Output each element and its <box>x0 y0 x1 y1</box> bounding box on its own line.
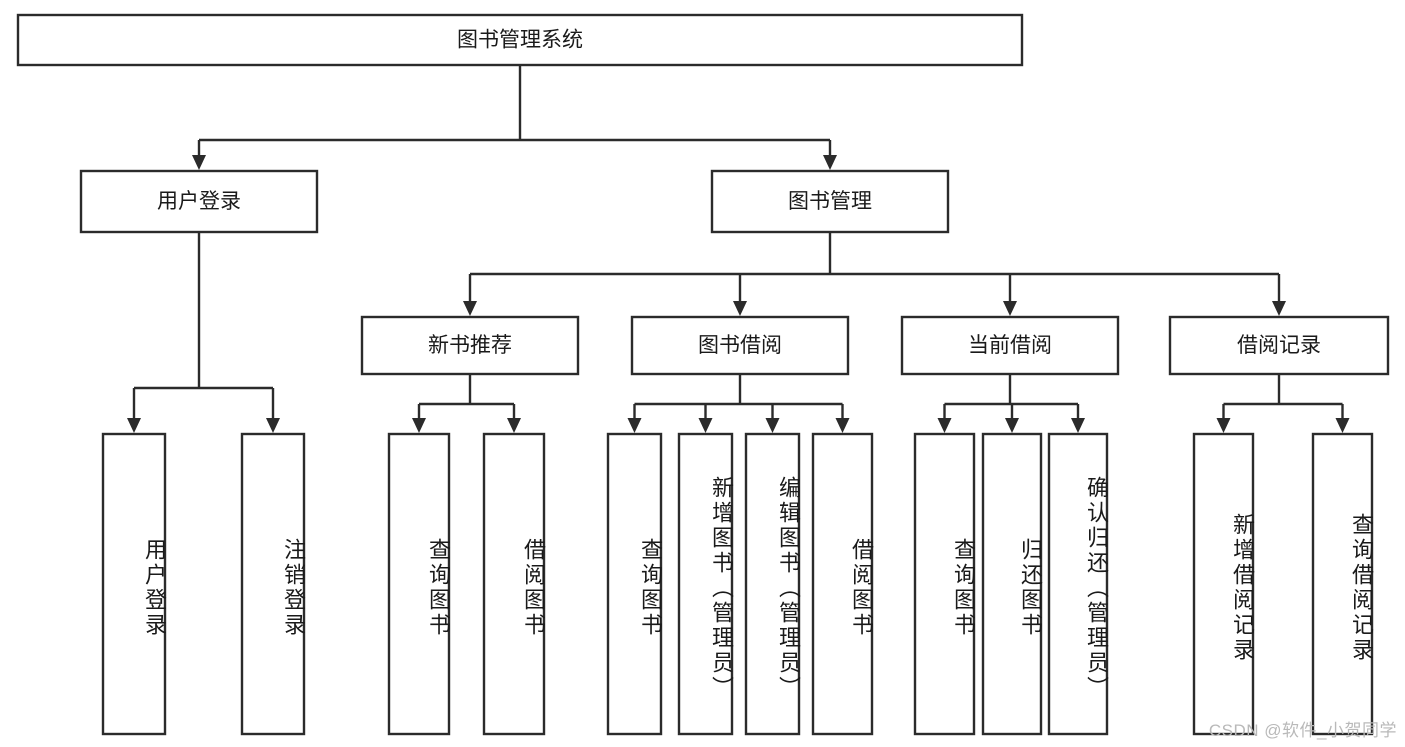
edge-arrowhead <box>192 155 206 170</box>
level3-node-box[interactable]: 新书推荐 <box>360 315 580 376</box>
edge-arrowhead <box>1335 418 1350 433</box>
leaf-node-box[interactable] <box>240 432 306 736</box>
edge-arrowhead <box>733 301 747 316</box>
leaf-node-box[interactable] <box>606 432 663 736</box>
edge-arrowhead <box>127 418 141 433</box>
edge-arrowhead <box>1216 418 1231 433</box>
node-label: 图书借阅 <box>698 334 782 357</box>
leaf-node-box[interactable] <box>981 432 1043 736</box>
leaf-node-box[interactable] <box>744 432 801 736</box>
leaf-node-box[interactable] <box>677 432 734 736</box>
watermark-text: CSDN @软件_小贺同学 <box>1208 721 1397 740</box>
node-label: 图书管理 <box>788 190 872 213</box>
edge-arrowhead <box>507 418 521 433</box>
edge-arrowhead <box>835 418 850 433</box>
edge-arrowhead <box>1003 301 1017 316</box>
edge-arrowhead <box>1005 418 1019 433</box>
level3-node-box[interactable]: 图书借阅 <box>630 315 850 376</box>
leaf-node-box[interactable] <box>913 432 976 736</box>
node-label: 用户登录 <box>157 190 241 213</box>
edge-arrowhead <box>937 418 952 433</box>
node-label: 借阅记录 <box>1237 334 1321 357</box>
level2-node-box[interactable]: 图书管理 <box>710 169 950 234</box>
edge-arrowhead <box>266 418 280 433</box>
edge-arrowhead <box>765 418 780 433</box>
edge-arrowhead <box>463 301 477 316</box>
edge-arrowhead <box>1272 301 1286 316</box>
connector-edges <box>127 65 1350 433</box>
level2-node-box[interactable]: 用户登录 <box>79 169 319 234</box>
leaf-node-box[interactable] <box>1311 432 1374 736</box>
edge-arrowhead <box>412 418 426 433</box>
leaf-node-box[interactable] <box>482 432 546 736</box>
node-label: 当前借阅 <box>968 334 1052 357</box>
leaf-node-box[interactable] <box>1047 432 1109 736</box>
level3-node-box[interactable]: 当前借阅 <box>900 315 1120 376</box>
node-label: 新书推荐 <box>428 334 512 357</box>
root-node-box[interactable]: 图书管理系统 <box>16 13 1024 67</box>
leaf-node-box[interactable] <box>811 432 874 736</box>
leaf-node-box[interactable] <box>1192 432 1255 736</box>
edge-arrowhead <box>823 155 837 170</box>
node-label: 图书管理系统 <box>457 29 583 52</box>
level3-node-box[interactable]: 借阅记录 <box>1168 315 1390 376</box>
edge-arrowhead <box>1071 418 1085 433</box>
leaf-node-box[interactable] <box>387 432 451 736</box>
edge-arrowhead <box>698 418 713 433</box>
leaf-node-box[interactable] <box>101 432 167 736</box>
edge-arrowhead <box>627 418 642 433</box>
